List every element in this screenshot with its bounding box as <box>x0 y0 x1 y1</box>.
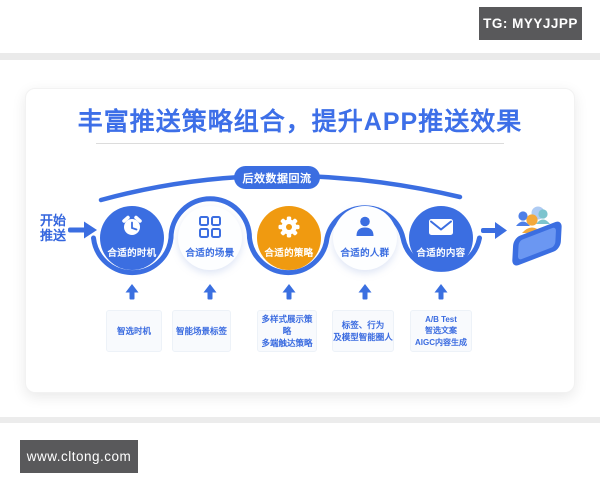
up-arrow-icon <box>434 284 448 300</box>
step-circle-content <box>409 206 473 270</box>
website-watermark-badge: www.cltong.com <box>20 440 138 473</box>
phone-users-illustration <box>512 206 562 266</box>
telegram-watermark-badge: TG: MYYJJPP <box>479 7 582 40</box>
gear-icon <box>278 216 300 238</box>
up-arrow-icon <box>125 284 139 300</box>
title-underline <box>96 143 504 144</box>
up-arrow-icon <box>282 284 296 300</box>
detail-box-content: A/B Test 智选文案 AIGC内容生成 <box>410 310 472 352</box>
step-circle-strategy <box>257 206 321 270</box>
detail-box-strategy: 多样式展示策略 多端触达策略 <box>257 310 317 352</box>
page-title: 丰富推送策略组合，提升APP推送效果 <box>77 108 523 136</box>
step-circle-scene <box>178 206 242 270</box>
step-label-audience: 合适的人群 <box>340 248 390 259</box>
detail-box-audience: 标签、行为 及模型智能圈人 <box>332 310 394 352</box>
step-circle-audience <box>333 206 397 270</box>
top-divider-band <box>0 53 600 60</box>
step-label-content: 合适的内容 <box>416 248 466 259</box>
alarm-clock-icon <box>122 215 142 235</box>
envelope-icon <box>429 219 453 235</box>
step-circle-timing <box>100 206 164 270</box>
grid-icon <box>199 216 221 238</box>
step-label-strategy: 合适的策略 <box>264 248 314 259</box>
flow-wave-line <box>91 196 482 276</box>
step-label-scene: 合适的场景 <box>185 248 235 259</box>
detail-box-scene: 智能场景标签 <box>172 310 231 352</box>
up-arrow-icon <box>358 284 372 300</box>
person-icon <box>356 216 374 236</box>
backflow-label-pill: 后效数据回流 <box>234 166 320 189</box>
start-push-label: 开始 推送 <box>39 213 66 244</box>
step-label-timing: 合适的时机 <box>107 248 157 259</box>
end-arrow-icon <box>481 222 507 239</box>
detail-box-timing: 智选时机 <box>106 310 162 352</box>
start-arrow-icon <box>68 221 97 239</box>
up-arrows <box>125 284 448 300</box>
up-arrow-icon <box>203 284 217 300</box>
bottom-divider-band <box>0 417 600 423</box>
